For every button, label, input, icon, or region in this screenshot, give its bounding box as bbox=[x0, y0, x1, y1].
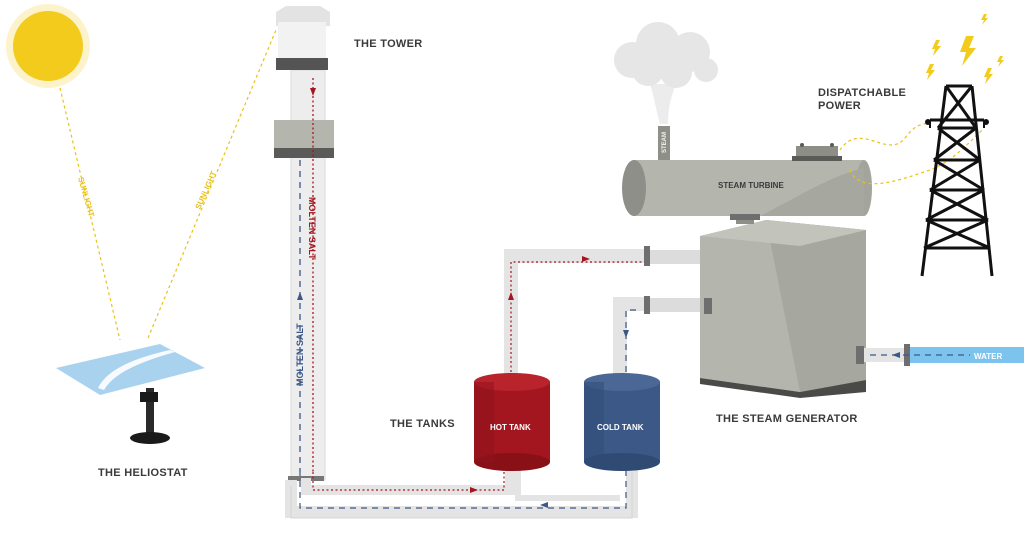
hot-tank-label: HOT TANK bbox=[490, 423, 531, 432]
cold-pipe bbox=[613, 296, 706, 378]
tower bbox=[274, 6, 334, 481]
steam-cloud bbox=[614, 22, 718, 124]
transmission-tower bbox=[920, 84, 994, 277]
water-pipe bbox=[864, 344, 1024, 366]
heliostat-mirror bbox=[56, 344, 205, 395]
cold-tank-label: COLD TANK bbox=[597, 423, 644, 432]
heliostat-label: THE HELIOSTAT bbox=[98, 467, 188, 479]
steam-generator-label: THE STEAM GENERATOR bbox=[716, 413, 858, 425]
sunlight-ray-reflected bbox=[147, 29, 277, 339]
sunlight-ray-incoming bbox=[59, 87, 121, 341]
dispatchable-power-label-line2: POWER bbox=[818, 100, 861, 112]
dispatchable-power-label-line1: DISPATCHABLE bbox=[818, 87, 906, 99]
hot-pipe bbox=[504, 246, 702, 378]
sunlight-rays bbox=[59, 29, 277, 341]
sun bbox=[6, 4, 90, 88]
steam-turbine bbox=[622, 126, 872, 220]
cold-tank bbox=[584, 373, 660, 471]
steam-turbine-label: STEAM TURBINE bbox=[718, 181, 784, 190]
molten-salt-hot-label: MOLTEN SALT bbox=[307, 197, 317, 260]
steam-generator bbox=[700, 210, 866, 398]
lightning-icon bbox=[926, 14, 1004, 84]
flow-arrows bbox=[297, 88, 900, 508]
tower-label: THE TOWER bbox=[354, 38, 423, 50]
water-label: WATER bbox=[974, 352, 1003, 361]
heliostat-base bbox=[130, 432, 170, 444]
heliostat bbox=[56, 344, 205, 444]
steam-label: STEAM bbox=[662, 132, 668, 153]
bottom-pipes bbox=[285, 466, 638, 519]
tanks-label: THE TANKS bbox=[390, 418, 455, 430]
turbine-generator-box bbox=[796, 146, 838, 158]
sunlight-label-left: SUNLIGHT bbox=[76, 176, 96, 218]
tower-receiver-base bbox=[276, 58, 328, 70]
steam-stack bbox=[658, 126, 670, 160]
sunlight-label-right: SUNLIGHT bbox=[194, 170, 219, 211]
hot-tank bbox=[474, 373, 550, 471]
heliostat-post bbox=[146, 388, 154, 434]
molten-salt-cold-label: MOLTEN SALT bbox=[295, 323, 305, 386]
